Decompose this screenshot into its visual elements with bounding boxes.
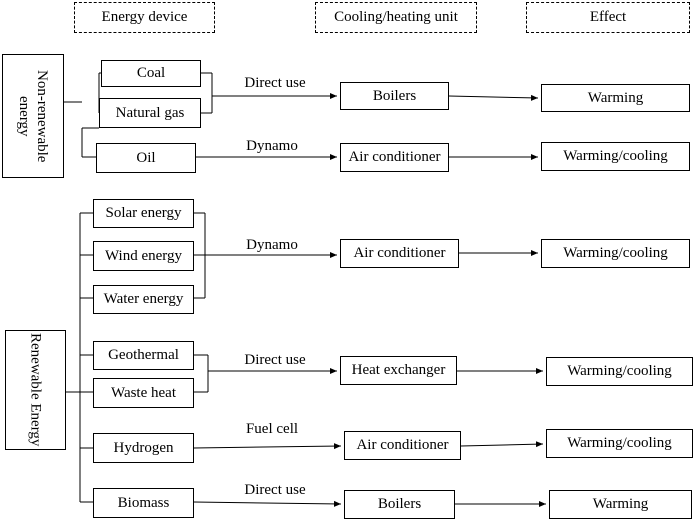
unit-boilers: Boilers [344,490,455,519]
source-oil: Oil [96,143,196,173]
effect-warming-cooling: Warming/cooling [546,357,693,386]
edge-label-dynamo: Dynamo [246,237,298,253]
source-geothermal: Geothermal [93,341,194,370]
edge-label-direct-use: Direct use [244,482,306,498]
unit-heat-exchanger: Heat exchanger [340,356,457,385]
unit-air-conditioner: Air conditioner [344,431,461,460]
source-wind-energy: Wind energy [93,241,194,271]
header-energy-device: Energy device [74,2,215,33]
source-biomass: Biomass [93,488,194,518]
source-natural-gas: Natural gas [99,98,201,128]
edge-label-direct-use: Direct use [244,75,306,91]
unit-air-conditioner: Air conditioner [340,143,449,172]
edge-label-dynamo: Dynamo [246,138,298,154]
source-coal: Coal [101,60,201,87]
group-renewable: Renewable Energy [5,330,66,450]
header-effect: Effect [526,2,690,33]
effect-warming-cooling: Warming/cooling [541,142,690,171]
effect-warming: Warming [541,84,690,112]
unit-boilers: Boilers [340,82,449,110]
source-waste-heat: Waste heat [93,378,194,408]
effect-warming-cooling: Warming/cooling [546,429,693,458]
edge-label-direct-use: Direct use [244,352,306,368]
effect-warming-cooling: Warming/cooling [541,239,690,268]
source-solar-energy: Solar energy [93,199,194,228]
effect-warming: Warming [549,490,692,519]
header-cooling-heating-unit: Cooling/heating unit [315,2,477,33]
unit-air-conditioner: Air conditioner [340,239,459,268]
source-water-energy: Water energy [93,285,194,314]
edge-label-fuel-cell: Fuel cell [245,421,299,437]
group-non-renewable: Non-renewable energy [2,54,64,178]
source-hydrogen: Hydrogen [93,433,194,463]
